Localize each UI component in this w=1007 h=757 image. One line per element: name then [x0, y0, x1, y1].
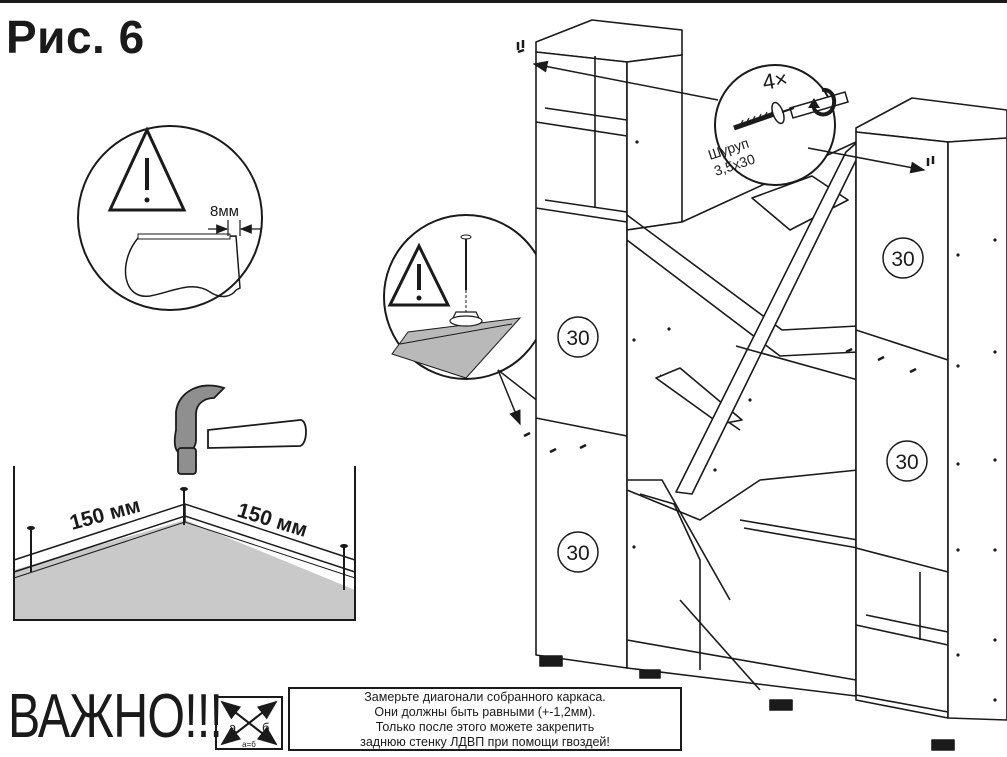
warning-note: Замерьте диагонали собранного каркаса. О… — [288, 687, 682, 751]
svg-text:30: 30 — [891, 248, 914, 271]
svg-text:30: 30 — [566, 327, 589, 350]
edge-gap-detail: 8мм — [77, 125, 263, 311]
screw-icon — [516, 40, 525, 54]
bookcase-assembly — [535, 19, 1007, 751]
warning-line: Они должны быть равными (+-1,2мм). — [374, 705, 596, 719]
nail-icon — [449, 234, 483, 327]
panel-number-left-bottom: 30 — [557, 531, 599, 573]
warning-line: Замерьте диагонали собранного каркаса. — [364, 690, 606, 704]
hammer-icon — [173, 384, 307, 475]
nail-back-panel-detail — [383, 214, 586, 438]
svg-text:а: а — [229, 720, 237, 735]
important-heading: ВАЖНО!!! — [8, 682, 223, 751]
panel-number-right-mid: 30 — [886, 440, 928, 482]
svg-text:а=б: а=б — [242, 740, 256, 749]
nail-marks — [523, 347, 917, 454]
gap-label: 8мм — [210, 203, 239, 220]
screw-detail: 4× Шуруп 3,5х30 — [706, 64, 849, 186]
diagonal-check-icon: а б а=б — [215, 696, 283, 750]
nailing-detail: 150 мм 150 мм — [13, 384, 356, 621]
screw-icon — [733, 101, 785, 131]
screw-icon — [926, 156, 935, 166]
panel-number-right-top: 30 — [882, 237, 924, 279]
warning-triangle-icon — [107, 126, 187, 212]
rotate-clockwise-icon — [808, 87, 837, 117]
nail-icon — [180, 487, 188, 525]
svg-text:б: б — [262, 720, 269, 735]
nail-spacing-left-label: 150 мм — [67, 494, 142, 535]
svg-text:30: 30 — [566, 542, 589, 565]
svg-text:30: 30 — [895, 451, 918, 474]
panel-number-left-mid: 30 — [557, 316, 599, 358]
warning-triangle-icon — [387, 242, 451, 307]
top-border — [0, 0, 1007, 3]
fixing-holes — [632, 140, 997, 702]
warning-line: Только после этого можете закрепить — [375, 720, 595, 734]
screw-count-label: 4× — [761, 66, 790, 95]
nail-icon — [340, 544, 348, 590]
warning-line: заднюю стенку ЛДВП при помощи гвоздей! — [360, 735, 610, 749]
figure-title: Рис. 6 — [6, 11, 145, 63]
nail-icon — [27, 526, 35, 572]
